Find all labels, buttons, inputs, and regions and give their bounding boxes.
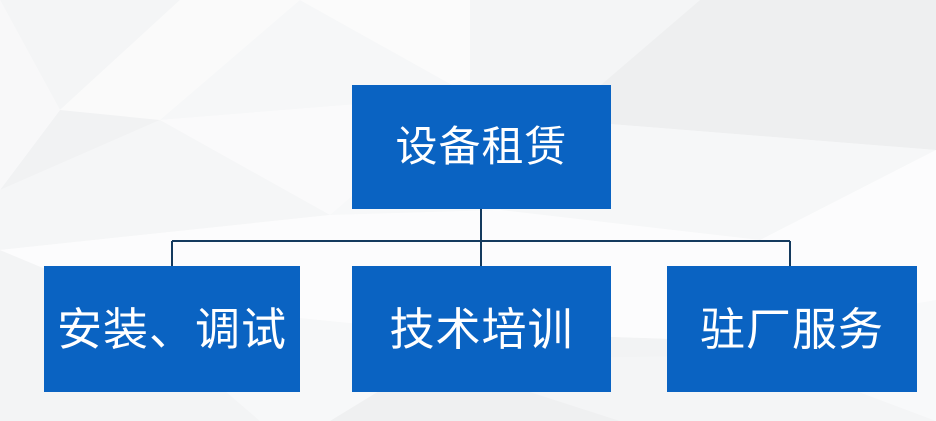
node-child-training-label: 技术培训: [389, 302, 574, 356]
node-child-installation-label: 安装、调试: [56, 302, 287, 356]
node-root[interactable]: 设备租赁: [352, 85, 611, 209]
node-child-onsite-service-label: 驻厂服务: [699, 302, 884, 356]
node-root-label: 设备租赁: [395, 122, 568, 171]
node-child-training[interactable]: 技术培训: [352, 266, 611, 392]
node-child-onsite-service[interactable]: 驻厂服务: [667, 266, 917, 392]
node-child-installation[interactable]: 安装、调试: [44, 266, 300, 392]
